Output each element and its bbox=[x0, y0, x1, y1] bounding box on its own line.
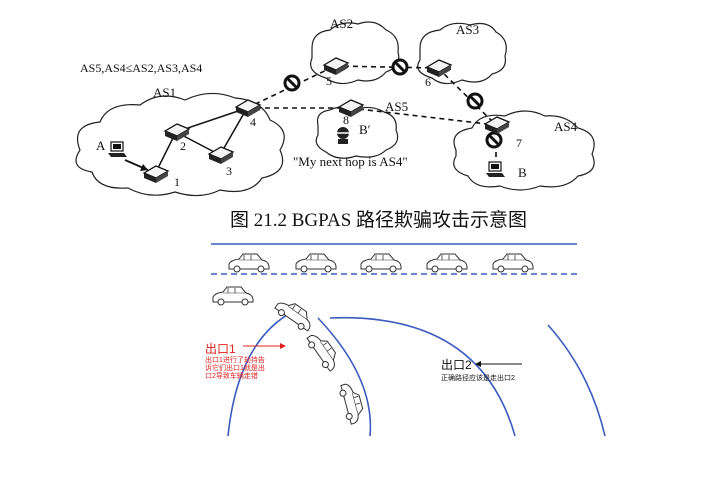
host-a-label: A bbox=[96, 138, 106, 153]
router-label: 8 bbox=[343, 113, 349, 127]
router-label: 2 bbox=[180, 139, 186, 153]
as2-label: AS2 bbox=[330, 16, 353, 31]
link-8-7 bbox=[349, 107, 497, 126]
router-label: 3 bbox=[226, 164, 232, 178]
car-icon bbox=[228, 253, 270, 273]
as5-label: AS5 bbox=[385, 99, 408, 114]
router-label: 6 bbox=[425, 75, 431, 89]
attacker-icon bbox=[333, 127, 353, 144]
car-icon bbox=[360, 253, 402, 273]
exit2-inner-curve bbox=[329, 316, 516, 437]
as1-cloud bbox=[75, 92, 285, 197]
exit1-left-curve bbox=[227, 310, 295, 437]
link-6-7 bbox=[437, 67, 497, 126]
host-b-prime-label: B′ bbox=[359, 122, 371, 137]
car-icon bbox=[272, 295, 317, 334]
as5-cloud bbox=[315, 106, 399, 159]
car-icon bbox=[212, 286, 254, 306]
router-label: 4 bbox=[250, 115, 256, 129]
prohibited-sign-icon bbox=[283, 74, 301, 92]
false-route-quote: "My next hop is AS4" bbox=[293, 154, 408, 169]
host-b-label: B bbox=[518, 165, 527, 180]
exit2-arrow-head bbox=[475, 361, 481, 367]
as1-label: AS1 bbox=[153, 85, 176, 100]
flow-arrow-head bbox=[140, 164, 148, 171]
exit1-description: 出口1进行了劫持告诉它们出口1就是出口2导致车辆走错 bbox=[205, 357, 265, 380]
prohibited-sign-icon bbox=[391, 58, 409, 76]
figure-caption: 图 21.2 BGPAS 路径欺骗攻击示意图 bbox=[230, 210, 528, 231]
car-icon bbox=[337, 381, 367, 426]
link-4-3 bbox=[219, 107, 248, 156]
router-label: 1 bbox=[174, 175, 180, 189]
exit2-annotation: 出口2 正确路径应该是走出口2 bbox=[441, 356, 515, 383]
exit2-outer-curve bbox=[547, 324, 606, 437]
car-icon bbox=[426, 253, 468, 273]
exit2-title: 出口2 bbox=[441, 358, 472, 372]
exit1-annotation: 出口1 出口1进行了劫持告诉它们出口1就是出口2导致车辆走错 bbox=[205, 340, 267, 381]
car-icon bbox=[295, 253, 337, 273]
as4-label: AS4 bbox=[554, 119, 578, 134]
router-label: 7 bbox=[516, 136, 522, 150]
exit1-title: 出口1 bbox=[205, 342, 236, 356]
exit2-description: 正确路径应该是走出口2 bbox=[441, 375, 515, 382]
prohibited-sign-icon bbox=[466, 92, 484, 110]
as2-cloud bbox=[310, 21, 400, 85]
prohibited-sign-icon bbox=[485, 131, 503, 149]
router-label: 5 bbox=[326, 74, 332, 88]
link-5-6 bbox=[334, 65, 439, 69]
car-icon bbox=[492, 253, 534, 273]
exit1-arrow-head bbox=[280, 343, 286, 349]
as3-label: AS3 bbox=[456, 22, 479, 37]
exit1-right-curve bbox=[317, 317, 372, 437]
preference-inequality: AS5,AS4≤AS2,AS3,AS4 bbox=[80, 61, 202, 75]
car-icon bbox=[304, 329, 343, 374]
